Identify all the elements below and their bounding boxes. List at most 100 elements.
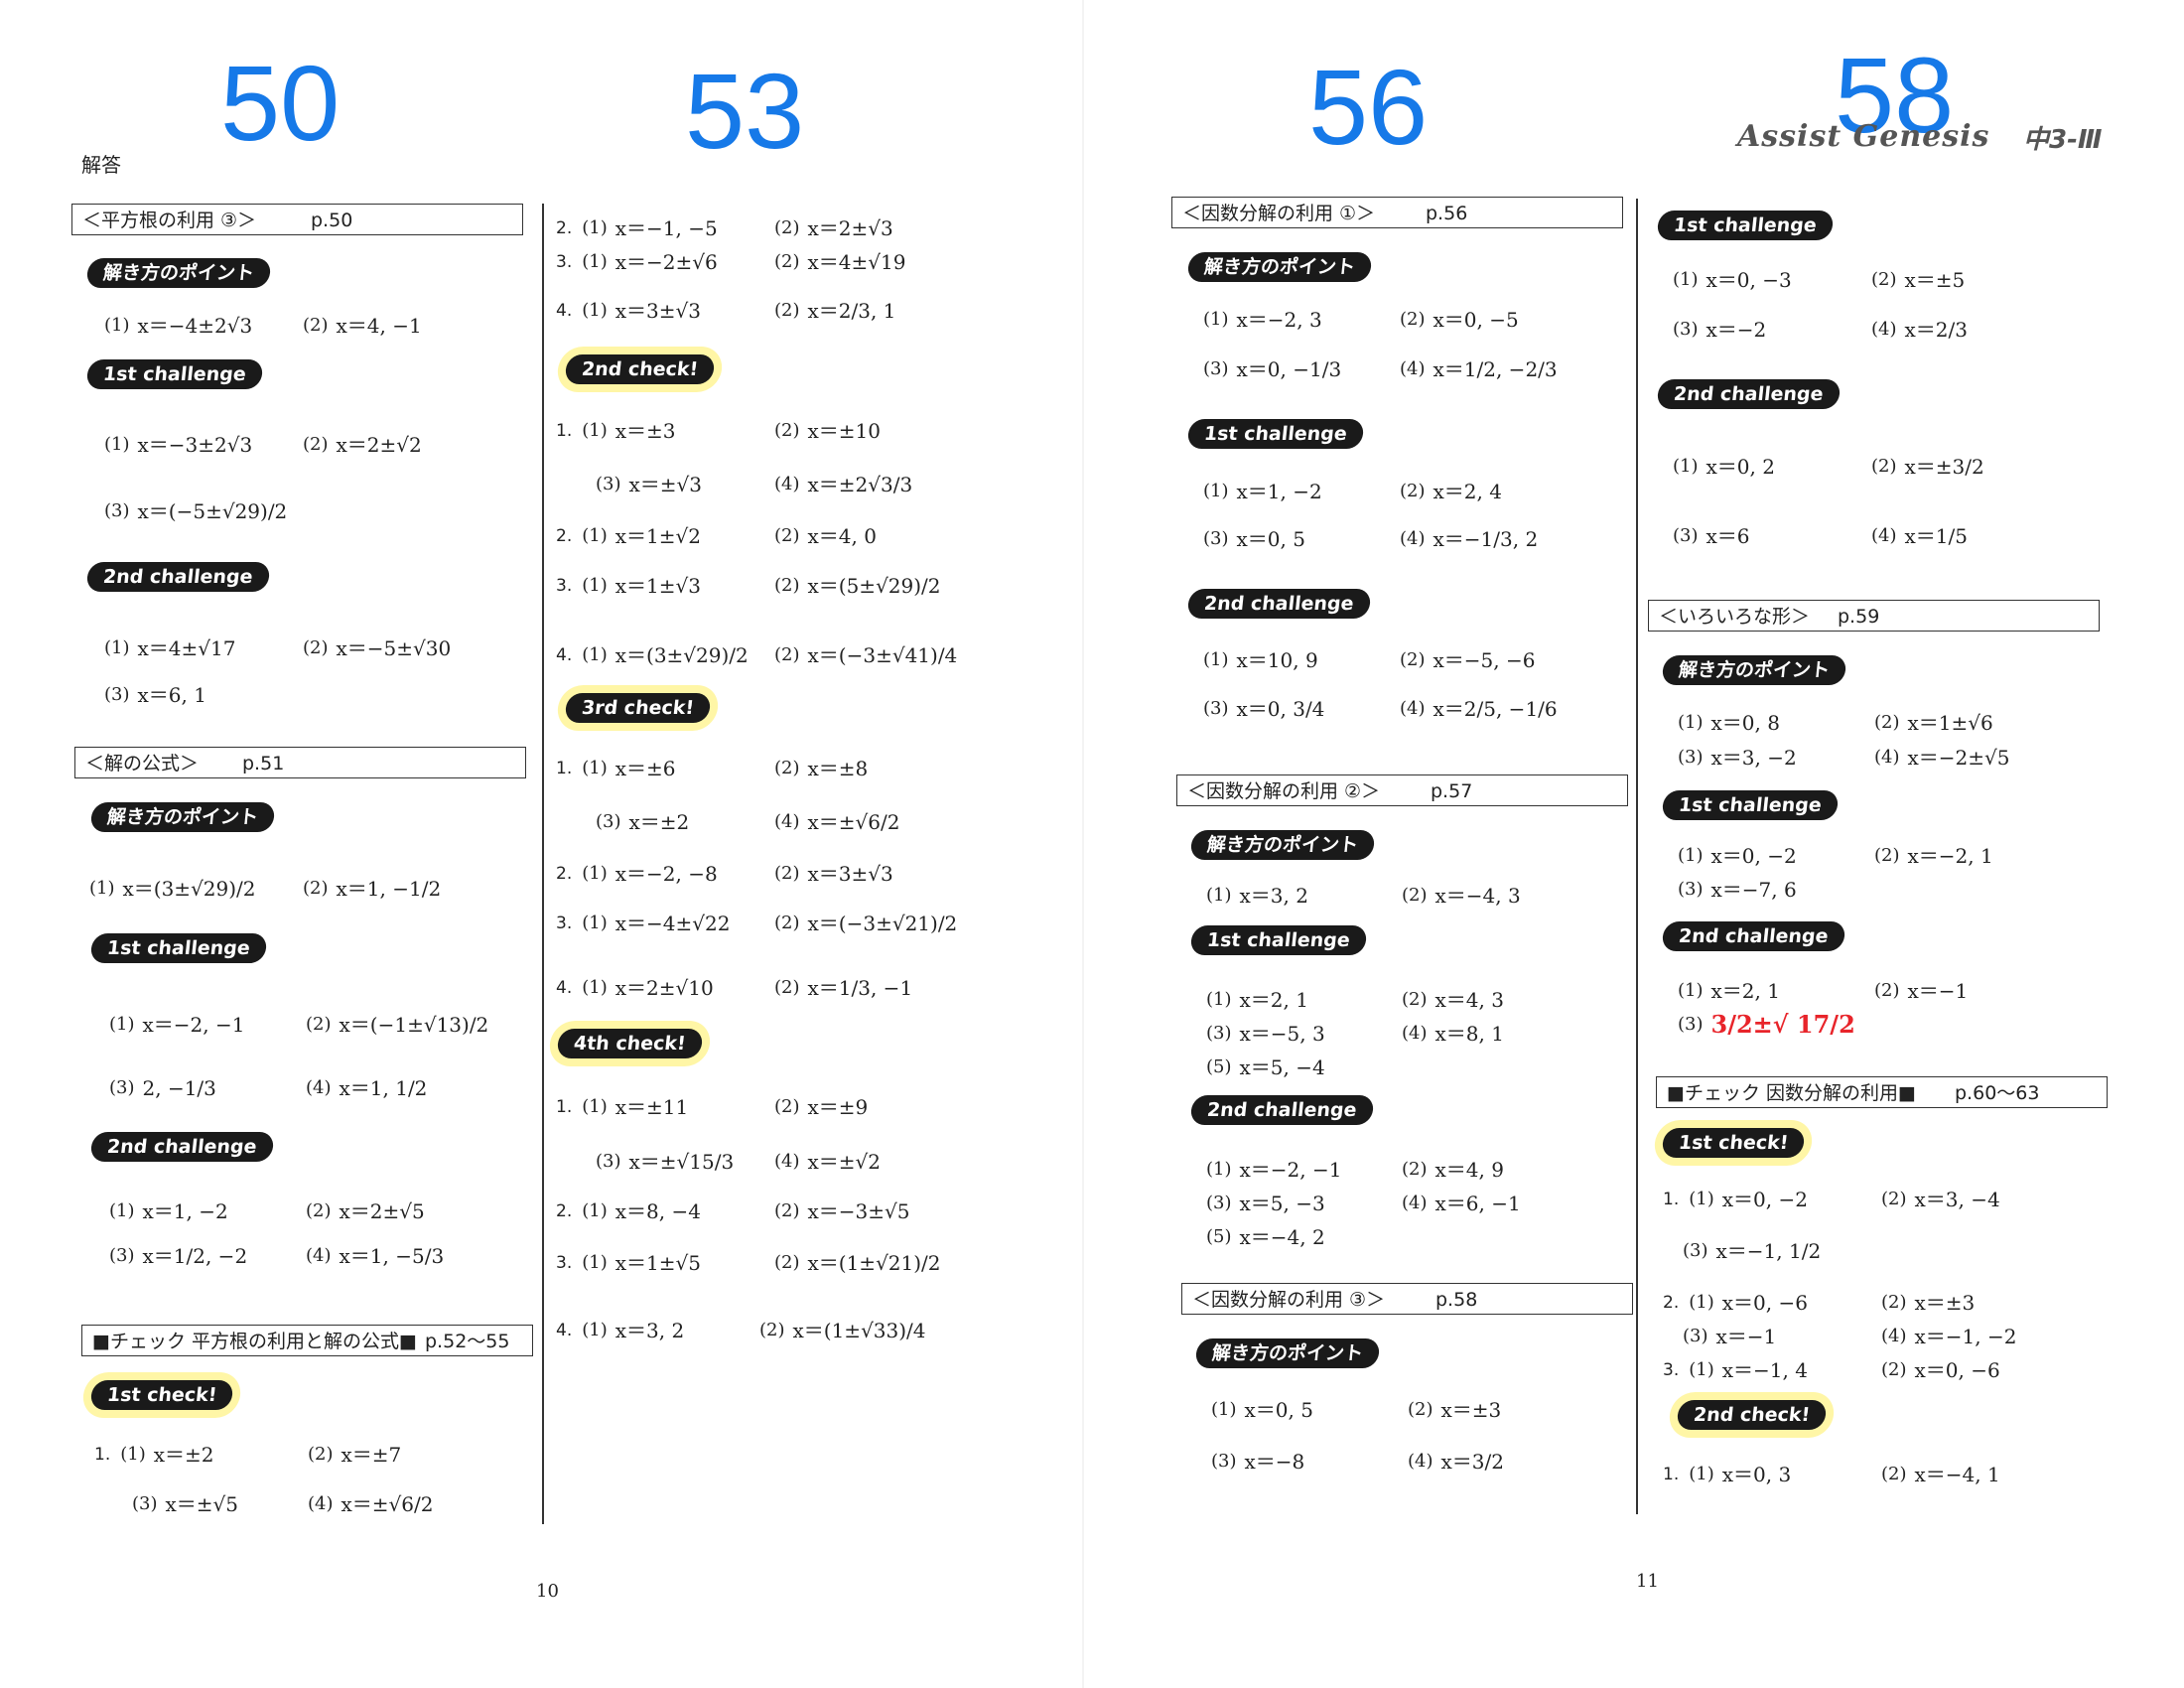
answer-item: (3)x＝−1, 1/2 (1683, 1239, 1822, 1263)
answer-item: (2)x＝2±√3 (774, 216, 893, 240)
answer-item: (2)x＝−2, 1 (1874, 844, 1993, 868)
answer-item: (2)x＝−1 (1874, 979, 1969, 1003)
answer-item: (3)x＝1/2, −2 (109, 1244, 248, 1268)
answer-item: 1.(1)x＝±6 (556, 757, 676, 780)
badge-2nd-challenge: 2nd challenge (1189, 1095, 1375, 1125)
answer-item: (1)x＝−2, −1 (109, 1013, 245, 1037)
answer-item: (2)x＝±3 (1881, 1291, 1976, 1315)
answer-item: (3)x＝±√15/3 (596, 1150, 735, 1174)
answer-item: (3)x＝6 (1673, 524, 1750, 548)
answer-item: (3)x＝−2 (1673, 318, 1767, 342)
answer-item: (4)x＝−1, −2 (1881, 1325, 2017, 1348)
badge-2nd-challenge: 2nd challenge (1661, 921, 1846, 951)
answer-item: (4)x＝1/5 (1871, 524, 1968, 548)
badge-1st-check: 1st check! (89, 1380, 235, 1410)
answer-item: (2)x＝4, 9 (1402, 1158, 1504, 1182)
answer-item: (1)x＝0, 5 (1211, 1398, 1313, 1422)
answer-item: (4)x＝±√6/2 (774, 810, 900, 834)
badge-4th-check: 4th check! (556, 1029, 704, 1058)
section-page-ref: p.59 (1838, 606, 1880, 628)
answer-item: 3.(1)x＝−4±√22 (556, 912, 731, 935)
answer-item: 1.(1)x＝±3 (556, 419, 676, 443)
answer-item: (3)x＝(−5±√29)/2 (104, 499, 288, 523)
answer-item: (3)2, −1/3 (109, 1076, 216, 1100)
answer-item: (1)x＝2, 1 (1206, 988, 1308, 1012)
page-footer-right: 11 (1636, 1571, 1659, 1592)
answer-item: (3)x＝±√5 (132, 1492, 239, 1516)
answer-item: 1.(1)x＝0, −2 (1663, 1188, 1808, 1211)
answer-item: (4)x＝1/2, −2/3 (1400, 357, 1558, 381)
answer-item: (3)x＝−7, 6 (1678, 878, 1797, 902)
answer-item: (1)x＝0, −3 (1673, 268, 1792, 292)
section-page-ref: p.60〜63 (1955, 1082, 2040, 1104)
section-title: ＜因数分解の利用 ①＞ (1182, 203, 1376, 224)
answer-item: (4)x＝−2±√5 (1874, 746, 2010, 770)
answer-item: (2)x＝1±√6 (1874, 711, 1993, 735)
badge-solution-point: 解き方のポイント (1661, 655, 1847, 685)
answer-item: (2)x＝(1±√21)/2 (774, 1251, 941, 1275)
answer-item: (2)x＝4, 3 (1402, 988, 1504, 1012)
answer-item: 1.(1)x＝0, 3 (1663, 1463, 1792, 1486)
section-title-box: ＜因数分解の利用 ①＞ p.56 (1171, 197, 1623, 228)
answer-item: (5)x＝−4, 2 (1206, 1225, 1325, 1249)
answer-item: (1)x＝1, −2 (109, 1199, 228, 1223)
answer-item: (2)x＝±10 (774, 419, 881, 443)
badge-1st-challenge: 1st challenge (1186, 419, 1365, 449)
section-page-ref: p.52〜55 (425, 1331, 510, 1352)
badge-2nd-challenge: 2nd challenge (89, 1132, 275, 1162)
answer-item: (2)x＝(−1±√13)/2 (306, 1013, 489, 1037)
answer-item: (4)x＝1, 1/2 (306, 1076, 428, 1100)
answer-item: (3)x＝0, −1/3 (1203, 357, 1342, 381)
section-title: ■チェック 因数分解の利用■ (1667, 1082, 1916, 1104)
section-title-box: ＜平方根の利用 ③＞ p.50 (71, 204, 523, 235)
badge-solution-point: 解き方のポイント (1189, 830, 1376, 860)
answer-item: (2)x＝±5 (1871, 268, 1966, 292)
answer-item: (2)x＝(1±√33)/4 (759, 1319, 926, 1342)
answer-item: (2)x＝2±√5 (306, 1199, 425, 1223)
answer-item: (2)x＝−4, 1 (1881, 1463, 2000, 1486)
section-title-box: ■チェック 因数分解の利用■ p.60〜63 (1656, 1076, 2108, 1108)
answer-item: (2)x＝±3 (1408, 1398, 1502, 1422)
answer-item: (4)x＝8, 1 (1402, 1022, 1504, 1046)
section-title-box: ＜因数分解の利用 ②＞ p.57 (1176, 774, 1628, 806)
section-title-box: ＜因数分解の利用 ③＞ p.58 (1181, 1283, 1633, 1315)
answer-item: (2)x＝2±√2 (303, 433, 422, 457)
answer-item: 3.(1)x＝−1, 4 (1663, 1358, 1808, 1382)
answer-item: (2)x＝±8 (774, 757, 869, 780)
column-rule-left (542, 204, 544, 1524)
answer-item: (4)x＝±2√3/3 (774, 473, 913, 496)
answer-item: 2.(1)x＝8, −4 (556, 1199, 701, 1223)
spread-gutter (1082, 0, 1084, 1688)
answer-item: (4)x＝6, −1 (1402, 1192, 1521, 1215)
answer-item: 4.(1)x＝2±√10 (556, 976, 714, 1000)
answer-item: (2)x＝−5±√30 (303, 636, 452, 660)
answer-item: (2)x＝2/3, 1 (774, 299, 896, 323)
answer-item: (1)x＝10, 9 (1203, 648, 1318, 672)
page-number-50: 50 (220, 43, 341, 163)
answer-item: (2)x＝(5±√29)/2 (774, 574, 941, 598)
answer-item: (3)x＝±√3 (596, 473, 703, 496)
badge-solution-point: 解き方のポイント (85, 258, 272, 288)
badge-1st-challenge: 1st challenge (1189, 925, 1368, 955)
answer-item: (3)x＝±2 (596, 810, 690, 834)
answer-item: (2)x＝2, 4 (1400, 480, 1502, 503)
answer-item: (1)x＝0, −2 (1678, 844, 1797, 868)
answer-item: (5)x＝5, −4 (1206, 1055, 1325, 1079)
answer-item: (2)x＝1/3, −1 (774, 976, 913, 1000)
answer-item: (2)x＝0, −6 (1881, 1358, 2000, 1382)
answer-item: 3.(1)x＝1±√5 (556, 1251, 701, 1275)
badge-solution-point: 解き方のポイント (1186, 252, 1373, 282)
section-title-box: ■チェック 平方根の利用と解の公式■ p.52〜55 (81, 1325, 533, 1356)
answer-item: (1)x＝3, 2 (1206, 884, 1308, 908)
answer-item: (2)x＝±7 (308, 1443, 402, 1467)
section-title: ＜因数分解の利用 ②＞ (1187, 780, 1381, 802)
answer-item: (1)x＝4±√17 (104, 636, 236, 660)
badge-2nd-challenge: 2nd challenge (1186, 589, 1372, 619)
badge-1st-check: 1st check! (1661, 1128, 1807, 1158)
answer-item: (1)x＝−3±2√3 (104, 433, 253, 457)
answer-item: (2)x＝4, 0 (774, 524, 877, 548)
badge-1st-challenge: 1st challenge (89, 933, 268, 963)
badge-2nd-check: 2nd check! (564, 354, 716, 384)
section-title: ＜いろいろな形＞ (1659, 606, 1811, 628)
section-page-ref: p.57 (1431, 780, 1473, 802)
